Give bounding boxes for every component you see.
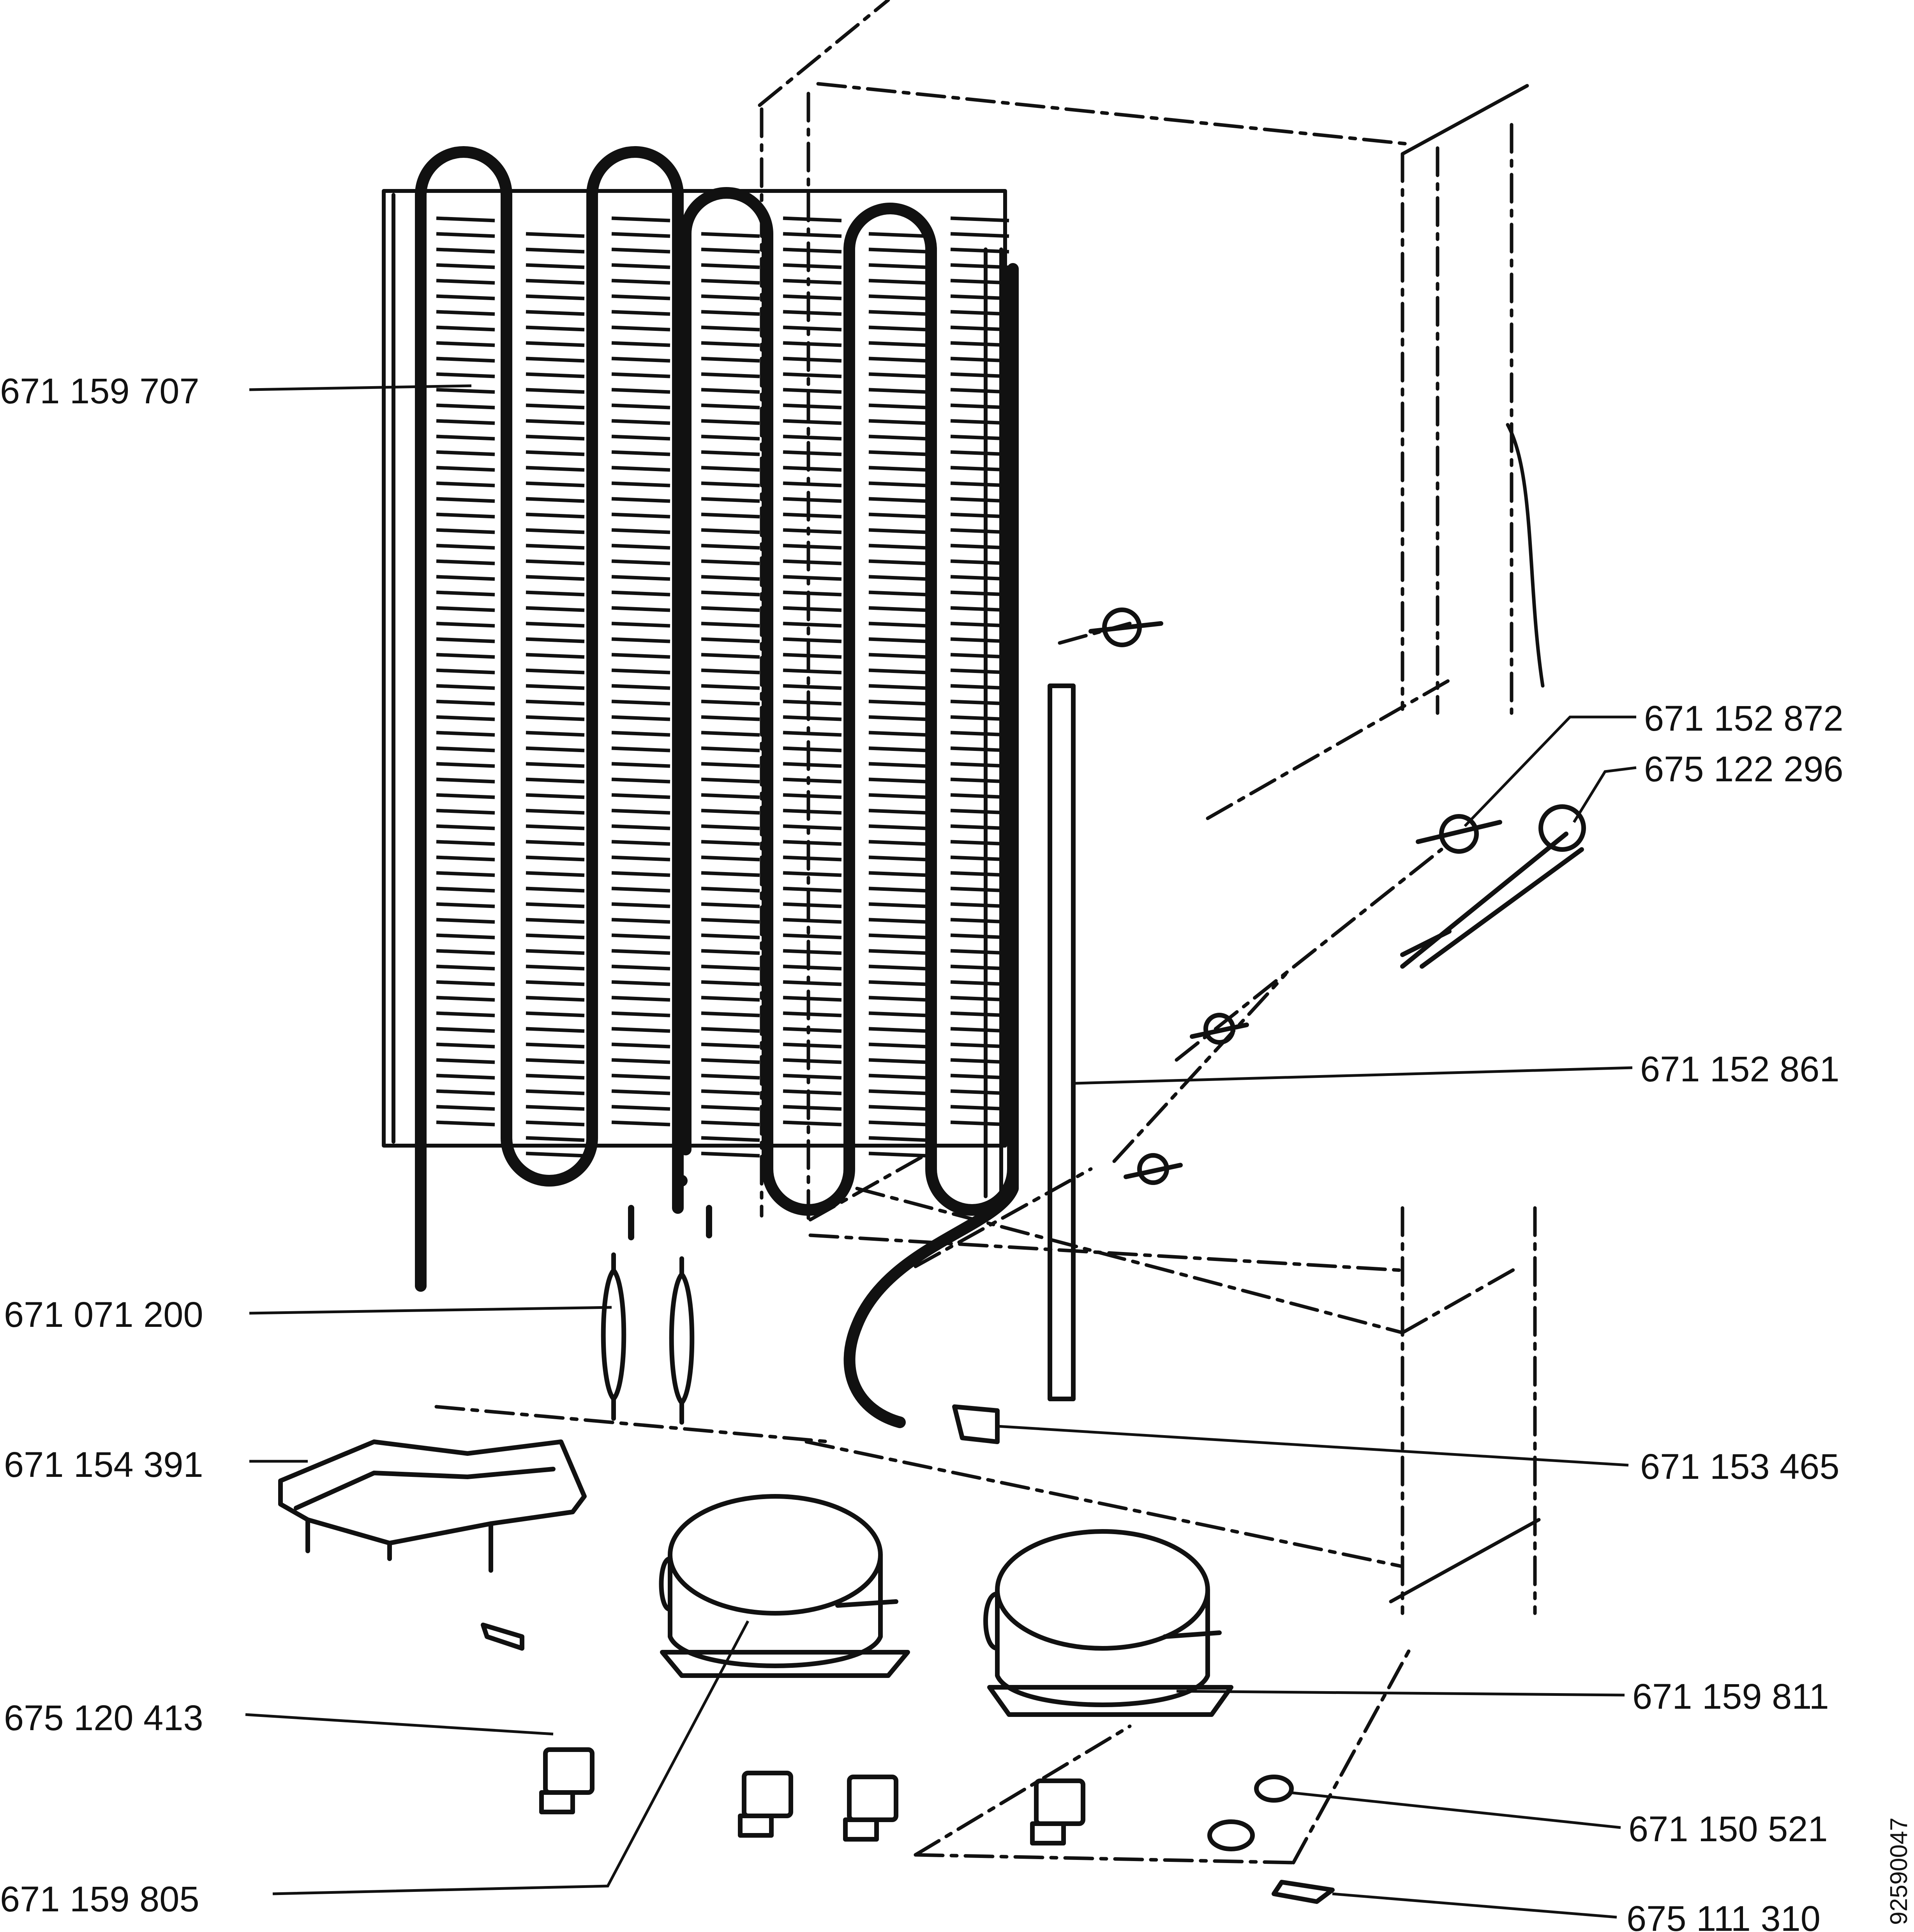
condenser-tube-2	[680, 187, 1019, 1428]
label-grommet-left: 675 120 413	[4, 1698, 203, 1738]
label-hinge-bushing: 675 122 296	[1644, 749, 1843, 789]
drawing-code: 92590047	[1886, 1817, 1912, 1925]
label-side-bracket: 671 152 861	[1640, 1049, 1840, 1089]
label-condenser: 671 159 707	[0, 371, 199, 411]
condenser-left-rail	[392, 193, 419, 1144]
condenser-assembly	[382, 146, 1019, 1428]
fin-hatching	[436, 216, 1009, 1158]
label-drier-filters: 671 071 200	[4, 1295, 203, 1335]
pipe-clip	[952, 1404, 1000, 1444]
label-grommet-upper: 671 152 872	[1644, 699, 1843, 738]
label-compressor-left: 671 159 805	[0, 1879, 199, 1919]
condenser-outlet	[628, 1205, 712, 1240]
condenser-frame	[382, 189, 1007, 1148]
hinge-hardware	[1124, 804, 1586, 1185]
drip-tray	[278, 1439, 587, 1573]
condenser-tube	[415, 146, 688, 1292]
label-compressor-right: 671 159 811	[1632, 1677, 1829, 1717]
label-bottom-clip: 675 111 310	[1626, 1899, 1821, 1932]
label-pipe-clip: 671 153 465	[1640, 1447, 1840, 1487]
leader-lines	[245, 384, 1637, 1919]
cabinet-outline	[434, 0, 1545, 1865]
condenser-fins	[436, 216, 1009, 1158]
label-foot: 671 150 521	[1628, 1809, 1828, 1849]
label-drip-tray: 671 154 391	[4, 1445, 203, 1485]
compressor-right	[983, 1529, 1233, 1717]
compressor-left	[659, 1494, 910, 1678]
grommets	[481, 1623, 1335, 1904]
drier-filters	[601, 1252, 695, 1425]
side-bracket	[1048, 608, 1163, 1401]
